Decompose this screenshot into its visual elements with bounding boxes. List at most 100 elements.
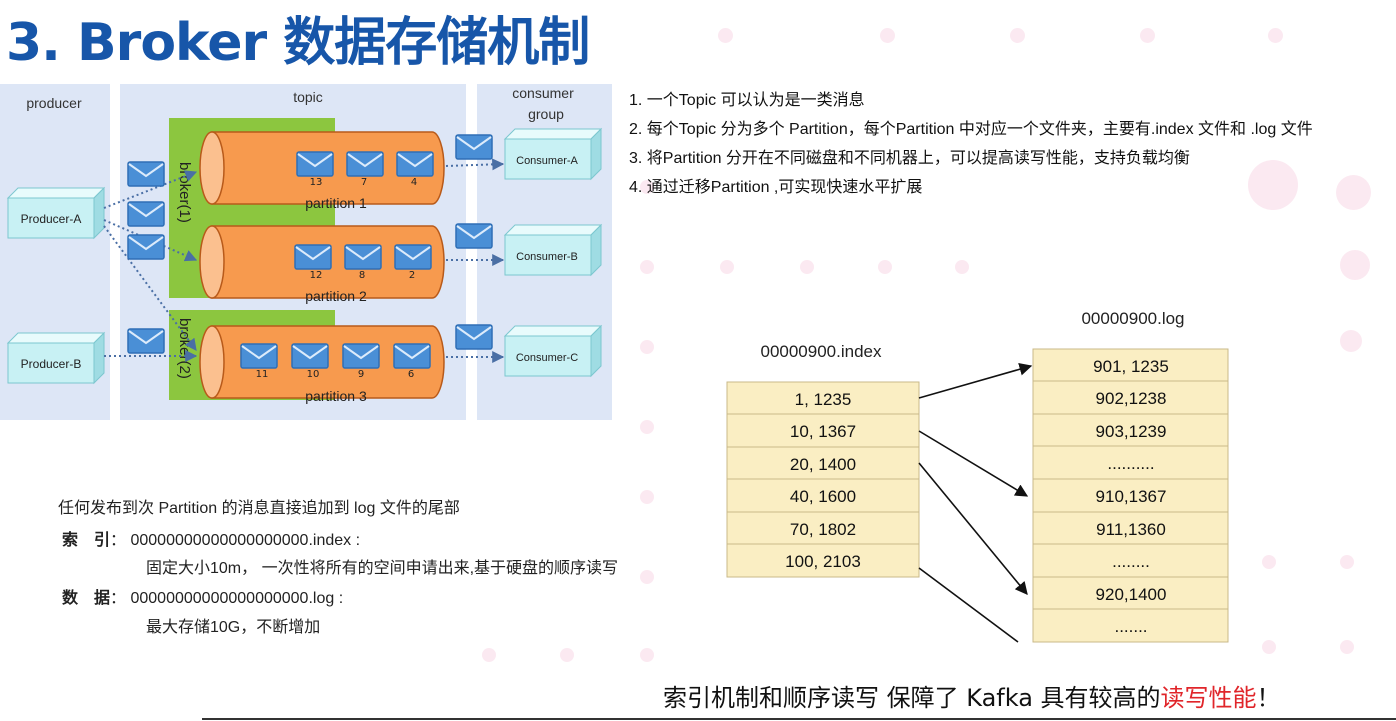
- index-cell: 20, 1400: [726, 446, 920, 480]
- background-dot: [640, 180, 654, 194]
- background-dot: [800, 260, 814, 274]
- background-dot: [1340, 640, 1354, 654]
- log-cell: 903,1239: [1032, 413, 1229, 447]
- background-dot: [878, 260, 892, 274]
- background-dot: [880, 28, 895, 43]
- index-filename: 00000000000000000000.index :: [130, 532, 361, 549]
- background-dot: [955, 260, 969, 274]
- partition-2-label: partition 2: [305, 288, 367, 304]
- log-cell: 911,1360: [1032, 511, 1229, 545]
- index-cell: 70, 1802: [726, 511, 920, 545]
- message-envelope-icon: [393, 343, 431, 369]
- message-envelope-icon: [127, 161, 165, 187]
- index-table: 1, 1235 10, 1367 20, 1400 40, 1600 70, 1…: [726, 381, 920, 578]
- background-dot: [640, 340, 654, 354]
- kafka-architecture-diagram: producer topic consumer group broker(1) …: [0, 84, 612, 420]
- index-to-log-arrow: [918, 462, 1028, 595]
- data-row: 数 据： 00000000000000000000.log :: [62, 584, 343, 608]
- message-offset: 7: [361, 177, 367, 188]
- index-to-log-arrow: [918, 363, 1033, 399]
- consumer-c-label: Consumer-C: [516, 352, 578, 364]
- message-envelope-icon: [344, 244, 382, 270]
- log-entry: 910,1367: [1096, 487, 1167, 506]
- background-dot: [720, 260, 734, 274]
- flow-producer-a-to-partition-1: [103, 170, 198, 209]
- storage-intro: 任何发布到次 Partition 的消息直接追加到 log 文件的尾部: [58, 500, 460, 517]
- broker-2-label: broker(2): [176, 318, 193, 379]
- index-to-log-arrow: [918, 567, 1019, 643]
- data-colon: ：: [110, 590, 127, 607]
- data-filename: 00000000000000000000.log :: [130, 590, 344, 607]
- data-label: 数 据: [62, 590, 111, 607]
- message-offset: 4: [411, 177, 417, 188]
- conclusion-main: 索引机制和顺序读写 保障了 Kafka 具有较高的: [663, 684, 1161, 712]
- log-entry: 901, 1235: [1093, 357, 1169, 376]
- log-entry: 911,1360: [1096, 520, 1166, 539]
- index-label: 索 引: [62, 532, 111, 549]
- index-log-diagram: 00000900.index 00000900.log 1, 1235 10, …: [720, 302, 1260, 648]
- background-dot: [1262, 555, 1276, 569]
- log-cell: 901, 1235: [1032, 348, 1229, 382]
- message-offset: 11: [256, 369, 269, 380]
- index-cell: 10, 1367: [726, 413, 920, 448]
- index-description: 固定大小10m， 一次性将所有的空间申请出来,基于硬盘的顺序读写: [146, 560, 619, 577]
- index-entry: 70, 1802: [790, 520, 856, 539]
- log-entry: 920,1400: [1096, 585, 1167, 604]
- consumer-b-box: Consumer-B: [503, 223, 603, 277]
- background-dot: [482, 648, 496, 662]
- background-dot: [1268, 28, 1283, 43]
- index-colon: ：: [110, 532, 127, 549]
- topic-panel-label: topic: [293, 89, 323, 105]
- background-dot: [1340, 330, 1362, 352]
- message-envelope-icon: [346, 151, 384, 177]
- producer-b-box: Producer-B: [6, 331, 106, 385]
- log-entry: .......: [1114, 617, 1147, 636]
- background-dot: [1262, 640, 1276, 654]
- message-envelope-icon: [455, 324, 493, 350]
- note-item: 4. 通过迁移Partition ,可实现快速水平扩展: [629, 179, 923, 196]
- background-dot: [1248, 160, 1298, 210]
- index-to-log-arrow: [918, 430, 1029, 497]
- note-item: 2. 每个Topic 分为多个 Partition，每个Partition 中对…: [629, 121, 1313, 138]
- message-envelope-icon: [127, 201, 165, 227]
- partition-3-label: partition 3: [305, 388, 367, 404]
- note-item: 3. 将Partition 分开在不同磁盘和不同机器上，可以提高读写性能，支持负…: [629, 150, 1190, 167]
- background-dot: [718, 28, 733, 43]
- background-dot: [640, 420, 654, 434]
- message-envelope-icon: [342, 343, 380, 369]
- background-dot: [640, 648, 654, 662]
- index-entry: 20, 1400: [790, 455, 856, 474]
- consumer-group-label: consumer: [512, 85, 574, 101]
- message-offset: 13: [310, 177, 323, 188]
- log-cell: 920,1400: [1032, 576, 1229, 610]
- conclusion-highlight: 读写性能: [1160, 684, 1257, 712]
- log-cell: 902,1238: [1032, 380, 1229, 415]
- consumer-a-label: Consumer-A: [516, 155, 578, 167]
- producer-panel-label: producer: [26, 95, 82, 111]
- message-envelope-icon: [455, 134, 493, 160]
- message-offset: 8: [359, 270, 365, 281]
- message-offset: 9: [358, 369, 364, 380]
- index-file-name: 00000900.index: [760, 342, 882, 361]
- message-envelope-icon: [291, 343, 329, 369]
- producer-a-box: Producer-A: [6, 186, 106, 240]
- index-row: 索 引： 00000000000000000000.index :: [62, 526, 360, 550]
- index-cell: 100, 2103: [726, 543, 920, 578]
- producer-a-label: Producer-A: [21, 212, 82, 226]
- log-entry: ..........: [1107, 454, 1154, 473]
- log-cell: 910,1367: [1032, 478, 1229, 513]
- background-dot: [1140, 28, 1155, 43]
- background-dot: [560, 648, 574, 662]
- flow-producer-a-to-partition-3: [103, 225, 197, 351]
- index-entry: 1, 1235: [795, 390, 852, 409]
- message-offset: 12: [310, 270, 323, 281]
- log-entry: 903,1239: [1096, 422, 1167, 441]
- log-file-name: 00000900.log: [1081, 309, 1184, 328]
- partition-1-label: partition 1: [305, 195, 367, 211]
- conclusion-text: 索引机制和顺序读写 保障了 Kafka 具有较高的读写性能！: [663, 678, 1281, 713]
- log-cell: ........: [1032, 543, 1229, 578]
- data-description: 最大存储10G，不断增加: [146, 619, 321, 636]
- message-offset: 6: [408, 369, 414, 380]
- background-dot: [640, 490, 654, 504]
- message-offset: 2: [409, 270, 415, 281]
